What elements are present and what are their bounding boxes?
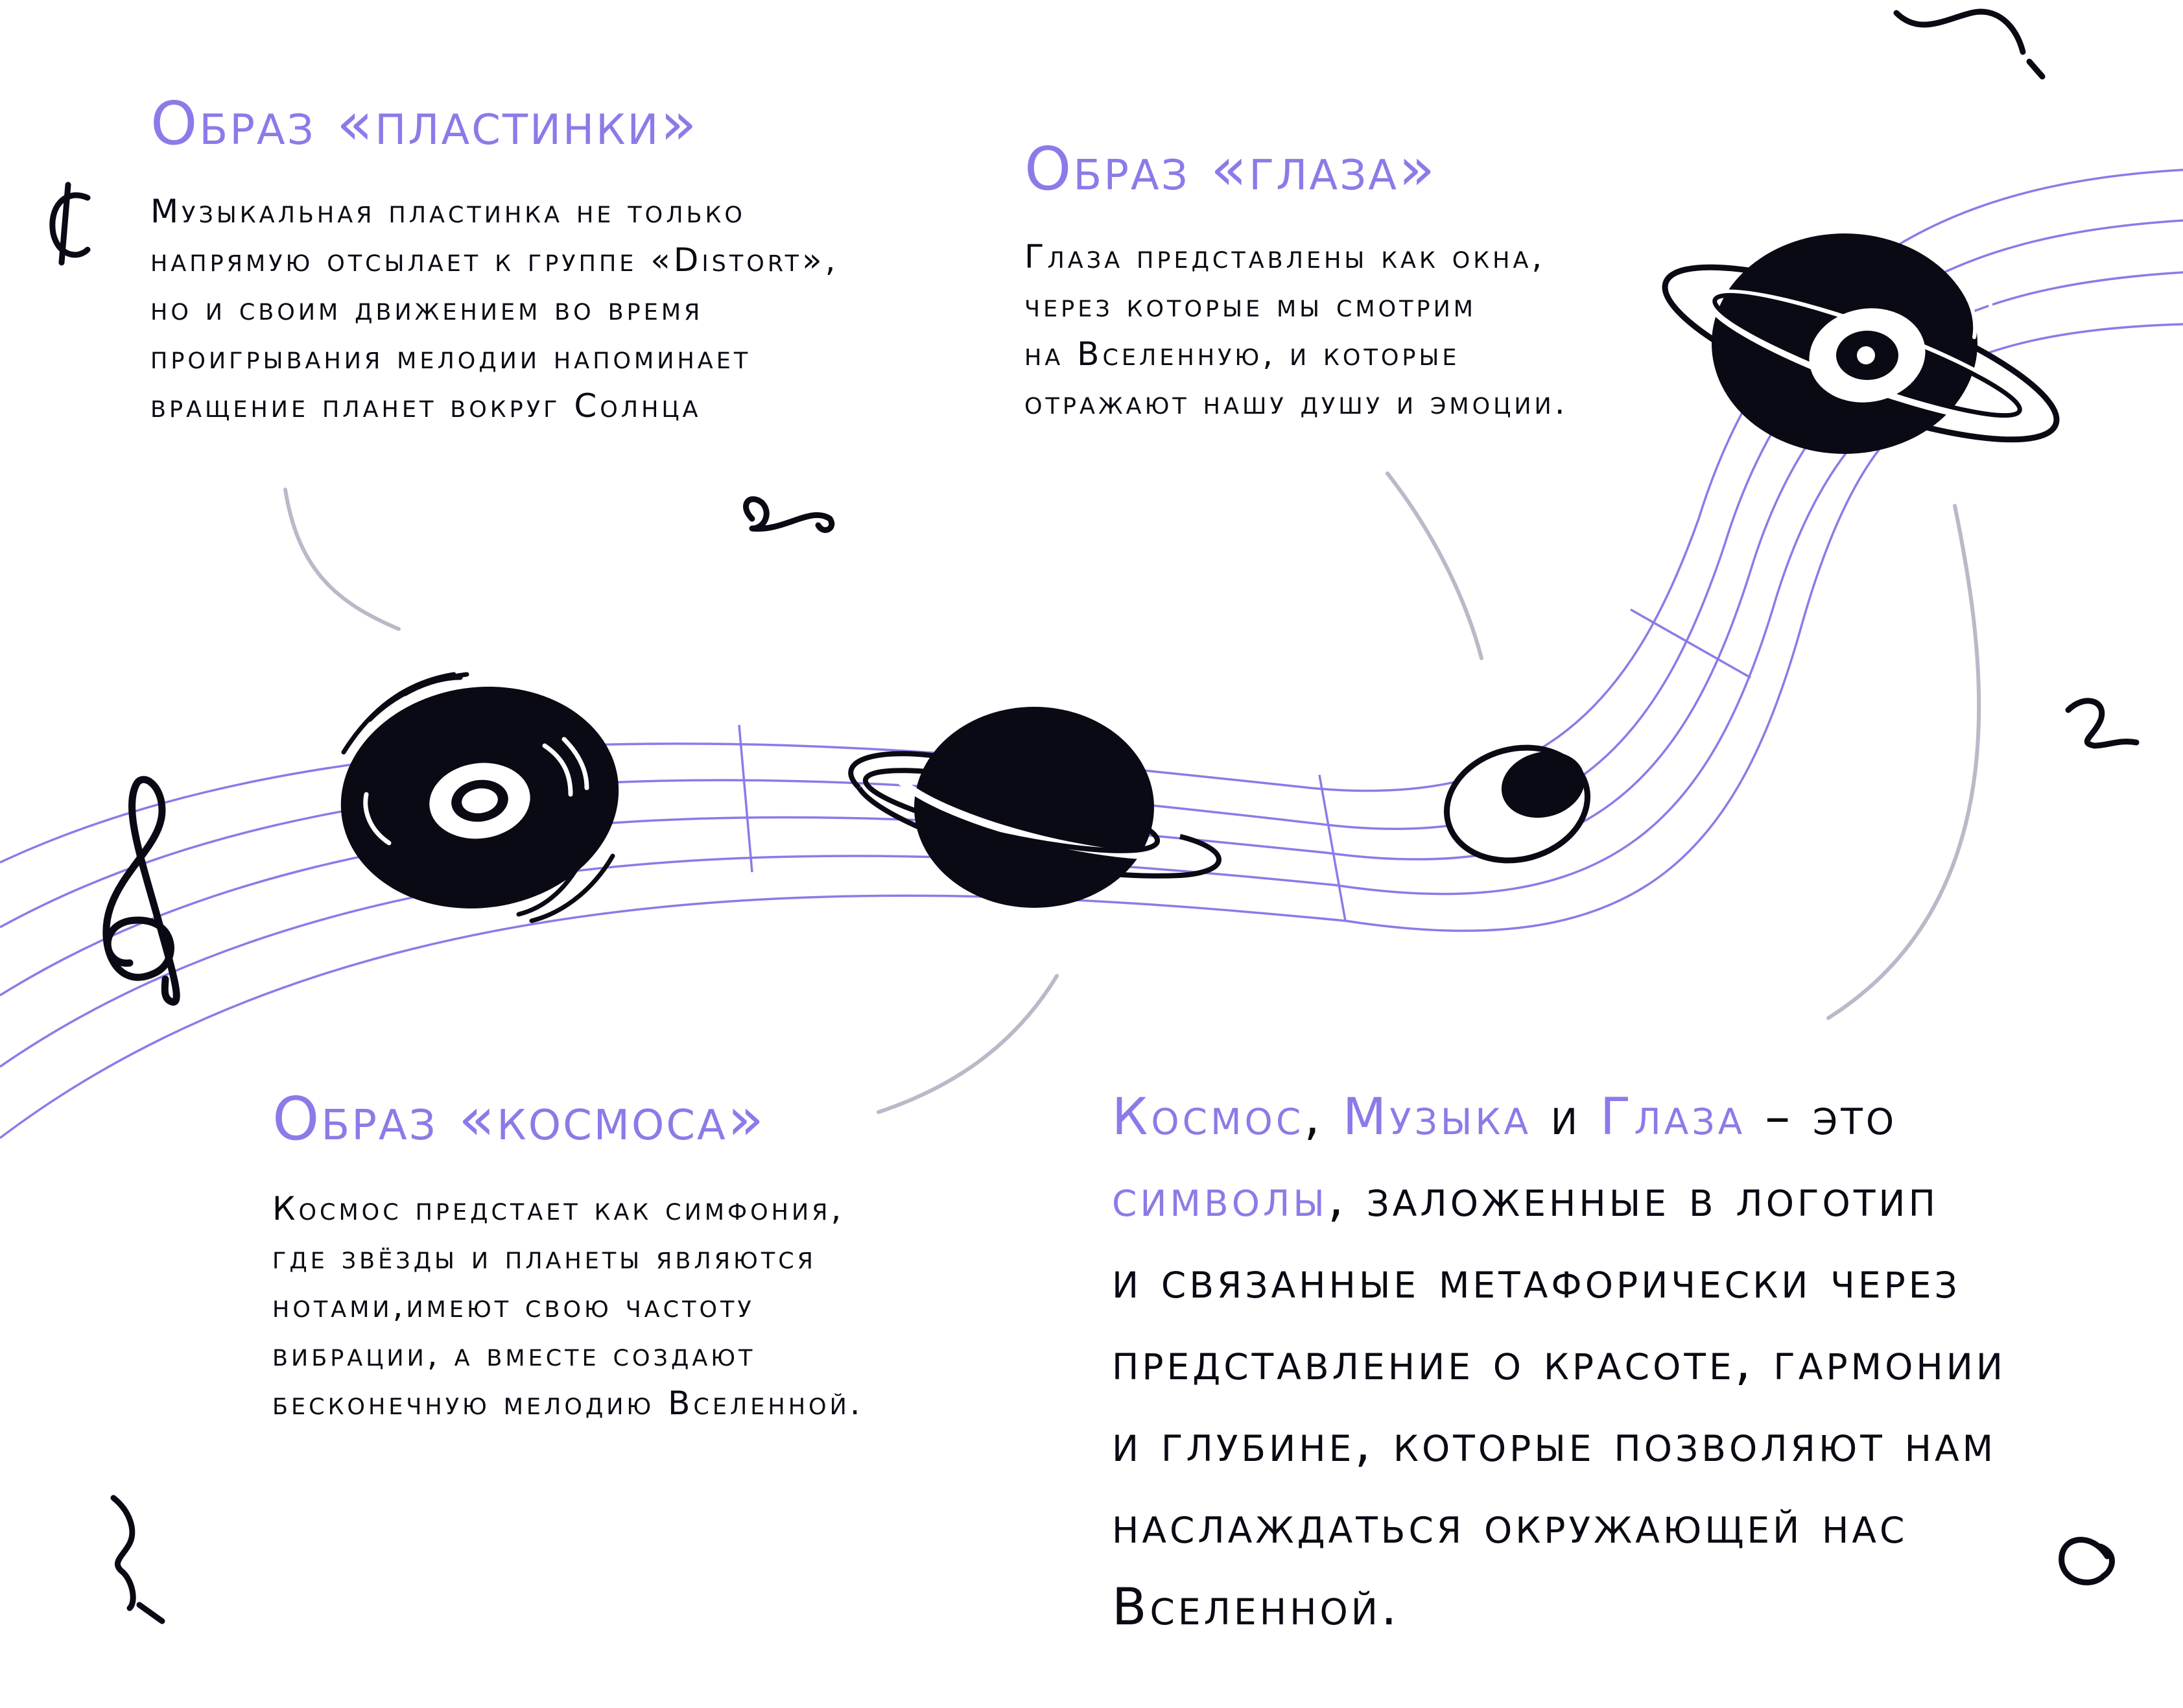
- eye-line: отражают нашу душу и эмоции.: [1024, 384, 1568, 421]
- plate-section: Образ «пластинки» Музыкальная пластинка …: [150, 94, 838, 431]
- cosmos-heading: Образ «космоса»: [272, 1084, 766, 1154]
- cosmos-line: где звёзды и планеты являются: [272, 1239, 816, 1276]
- squiggle-icon: [2065, 698, 2140, 749]
- eye-line: Глаза представлены как окна,: [1024, 238, 1546, 276]
- summary-line: Вселенной.: [1112, 1578, 1400, 1637]
- squiggle-icon: [110, 1495, 165, 1624]
- summary-section: Космос, Музыка и Глаза – это символы, за…: [1112, 1076, 2006, 1648]
- plate-line: напрямую отсылает к группе «Distort»,: [150, 241, 839, 279]
- summary-word-symbols: символы: [1112, 1170, 1328, 1228]
- bar-line: [738, 724, 753, 873]
- plate-line: проигрывания мелодии напоминает: [150, 338, 751, 376]
- summary-line-1: Космос, Музыка и Глаза – это: [1112, 1076, 2006, 1158]
- summary-word-eyes: Глаза: [1599, 1088, 1746, 1146]
- summary-dash: – это: [1745, 1088, 1898, 1146]
- summary-and: и: [1531, 1088, 1600, 1146]
- heart-icon: [2059, 1537, 2115, 1585]
- summary-line: представление о красоте, гармонии: [1112, 1333, 2007, 1392]
- summary-line: и связанные метафорически через: [1112, 1251, 1961, 1310]
- connectors: [283, 471, 1981, 1114]
- plate-line: Музыкальная пластинка не только: [150, 193, 746, 230]
- bar-line: [1630, 608, 1751, 679]
- eye-icon: [1443, 744, 1591, 864]
- vinyl-record-icon: [340, 672, 619, 923]
- eye-line: на Вселенную, и которые: [1024, 335, 1460, 373]
- cosmos-line: вибрации, а вместе создают: [272, 1336, 756, 1373]
- plate-heading: Образ «пластинки»: [150, 89, 699, 158]
- summary-word-cosmos: Космос: [1112, 1088, 1304, 1146]
- cosmos-line: Космос предстает как симфония,: [272, 1190, 845, 1228]
- summary-line: и глубине, которые позволяют нам: [1112, 1415, 1997, 1473]
- connector-eye: [1386, 471, 1483, 660]
- plate-line: вращение планет вокруг Солнца: [150, 387, 702, 425]
- connector-plate: [283, 488, 401, 631]
- eye-planet-icon: [1662, 233, 2060, 454]
- treble-clef-icon: [102, 776, 180, 1006]
- squiggle-icon: [743, 496, 835, 533]
- squiggle-icon: [1893, 8, 2046, 80]
- summary-word-music: Музыка: [1342, 1088, 1532, 1146]
- summary-comma: ,: [1304, 1088, 1343, 1146]
- cent-sign-icon: [49, 182, 91, 266]
- eye-line: через которые мы смотрим: [1024, 287, 1477, 324]
- cosmos-line: нотами,имеют свою частоту: [272, 1287, 755, 1325]
- summary-line-2: символы, заложенные в логотип: [1112, 1158, 2006, 1240]
- planet-icon: [848, 707, 1221, 908]
- bar-line: [1318, 774, 1347, 921]
- eye-heading: Образ «глаза»: [1024, 134, 1437, 204]
- cosmos-line: бесконечную мелодию Вселенной.: [272, 1384, 864, 1422]
- plate-line: но и своим движением во время: [150, 290, 703, 327]
- connector-cosmos: [877, 974, 1059, 1114]
- eye-section: Образ «глаза» Глаза представлены как окн…: [1024, 139, 1568, 427]
- summary-line-2-rest: , заложенные в логотип: [1327, 1170, 1939, 1228]
- summary-line: наслаждаться окружающей нас: [1112, 1497, 1908, 1555]
- connector-summary: [1826, 504, 1981, 1020]
- cosmos-section: Образ «космоса» Космос предстает как сим…: [272, 1089, 864, 1428]
- staff-line: [0, 388, 1959, 1139]
